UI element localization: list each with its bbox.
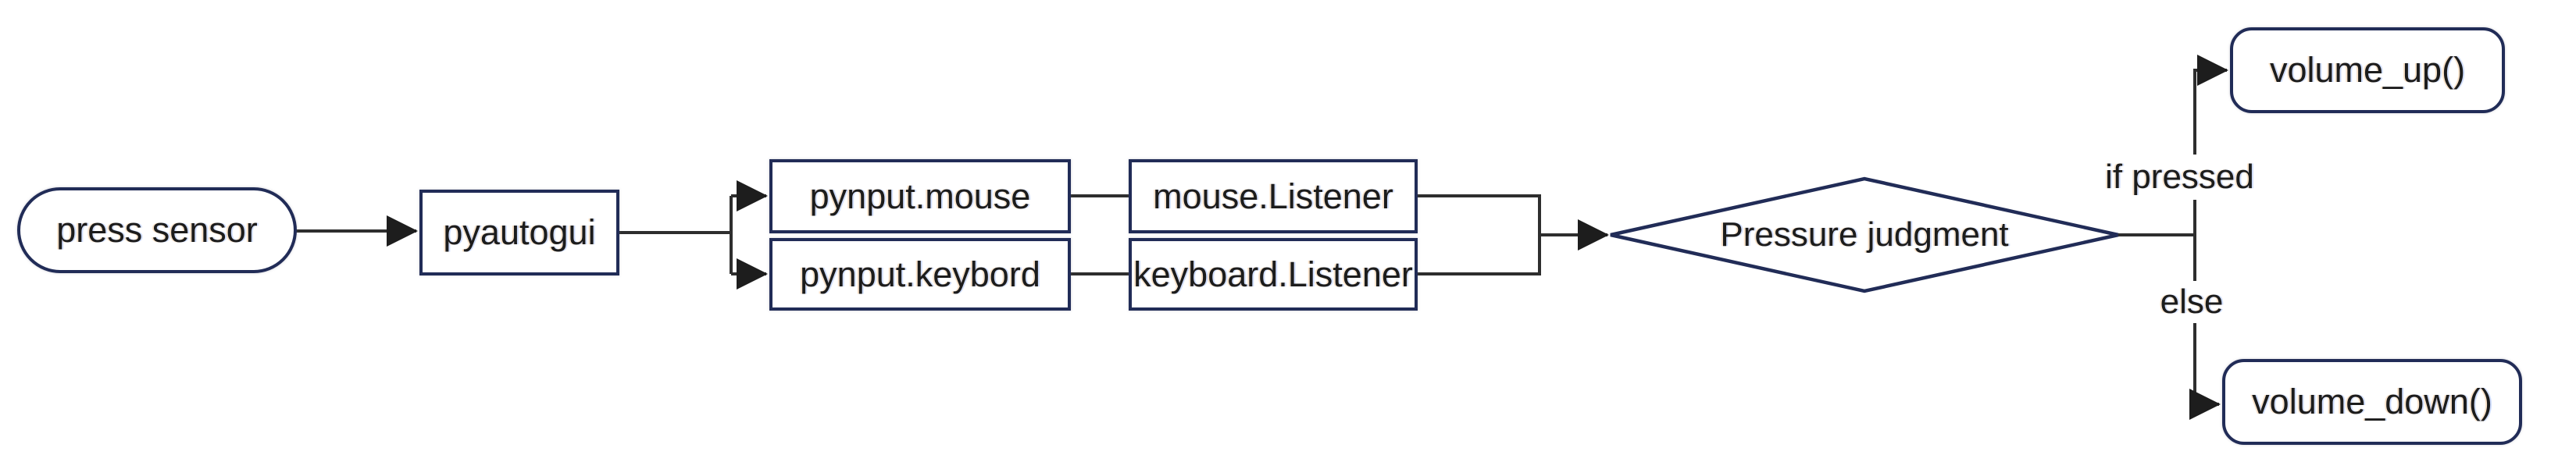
arrow-if-pressed-to-volume-up	[2193, 55, 2228, 235]
edge-label-else: else	[2148, 281, 2235, 323]
node-pressure-judgment-label: Pressure judgment	[1720, 215, 2009, 254]
node-volume-up: volume_up()	[2230, 27, 2505, 113]
edge-label-if-pressed: if pressed	[2100, 155, 2260, 200]
node-pynput-keybord: pynput.keybord	[769, 238, 1071, 311]
merge-from-listeners	[1416, 194, 1541, 275]
branch-from-pyautogui	[619, 196, 733, 274]
node-pynput-mouse: pynput.mouse	[769, 159, 1071, 233]
node-mouse-listener: mouse.Listener	[1129, 159, 1418, 233]
node-press-sensor: press sensor	[17, 187, 297, 273]
node-pyautogui: pyautogui	[419, 190, 619, 275]
node-keyboard-listener: keyboard.Listener	[1129, 238, 1418, 311]
node-volume-down: volume_down()	[2222, 359, 2522, 445]
